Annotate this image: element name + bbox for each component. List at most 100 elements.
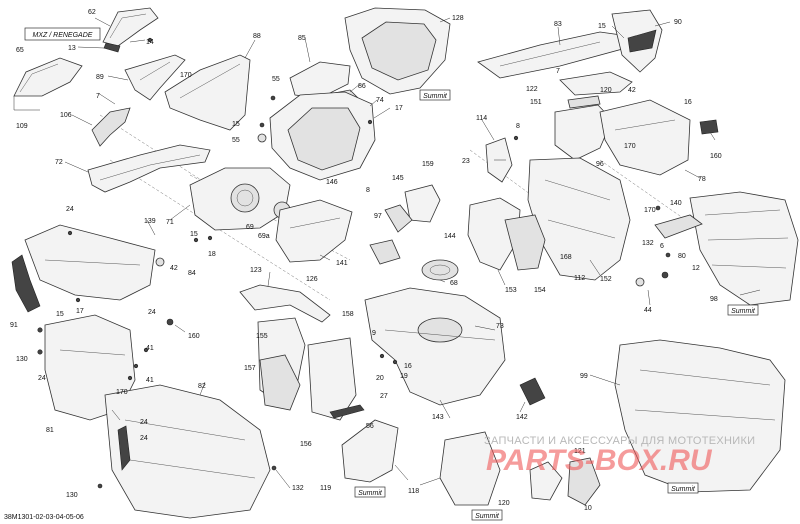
callout-16: 16 — [404, 363, 412, 370]
callout-112: 112 — [574, 275, 585, 282]
panel-154 — [504, 214, 546, 271]
callout-156: 156 — [300, 441, 312, 448]
callout-13: 13 — [68, 45, 76, 52]
callout-119: 119 — [320, 485, 331, 492]
callout-140: 140 — [670, 200, 682, 207]
callout-8: 8 — [516, 123, 520, 130]
callout-96: 96 — [596, 161, 604, 168]
callout-85: 85 — [298, 35, 306, 42]
summit-label: Summit — [358, 490, 383, 497]
trim-7-42 — [559, 71, 633, 96]
callout-10: 10 — [584, 505, 592, 512]
callout-170: 170 — [624, 143, 636, 150]
callout-41: 41 — [146, 377, 154, 384]
support-126 — [275, 199, 353, 263]
callout-170: 170 — [116, 389, 128, 396]
callout-42: 42 — [628, 87, 636, 94]
callout-8: 8 — [366, 187, 370, 194]
callout-155: 155 — [256, 333, 268, 340]
callout-139: 139 — [144, 218, 156, 225]
leader-lines — [64, 17, 761, 489]
callout-15: 15 — [232, 121, 240, 128]
callout-16: 16 — [684, 99, 692, 106]
callout-97: 97 — [374, 213, 382, 220]
callout-41: 41 — [146, 345, 154, 352]
clip-141 — [369, 239, 401, 265]
callout-153: 153 — [505, 287, 517, 294]
seat-99 — [614, 339, 786, 493]
callout-146: 146 — [326, 179, 338, 186]
callout-99: 99 — [580, 373, 588, 380]
callout-44: 44 — [644, 307, 652, 314]
callout-114: 114 — [476, 115, 487, 122]
callout-130: 130 — [66, 492, 78, 499]
callout-91: 91 — [10, 322, 18, 329]
callout-6: 6 — [660, 243, 664, 250]
callout-86: 86 — [358, 83, 366, 90]
callout-145: 145 — [392, 175, 404, 182]
gauge-housing-128 — [344, 7, 451, 95]
side-body-112 — [527, 157, 631, 281]
bar-123 — [239, 284, 331, 323]
mxz-renegade-tag: MXZ / RENEGADE — [24, 27, 101, 41]
callout-15: 15 — [190, 231, 198, 238]
callout-84: 84 — [188, 270, 196, 277]
callout-170: 170 — [180, 72, 192, 79]
callout-168: 168 — [560, 254, 572, 261]
watermark-line1: ЗАПЧАСТИ И АКСЕССУАРЫ ДЛЯ МОТОТЕХНИКИ — [484, 435, 755, 447]
summit-label: Summit — [671, 486, 696, 493]
panel-157 — [259, 354, 301, 411]
trim-90 — [611, 9, 663, 73]
callout-labels: 62 14 13 65 109 89 170 88 7 106 72 85 86… — [10, 9, 722, 512]
side-trim-89 — [124, 54, 186, 101]
callout-24: 24 — [38, 375, 46, 382]
callout-157: 157 — [244, 365, 256, 372]
callout-170: 170 — [644, 207, 656, 214]
nose-panel-82 — [104, 384, 271, 519]
callout-73: 73 — [496, 323, 504, 330]
callout-23: 23 — [462, 158, 470, 165]
watermark-line2: PARTS-BOX.RU — [486, 444, 713, 477]
callout-118: 118 — [408, 488, 419, 495]
callout-24: 24 — [66, 206, 74, 213]
callout-90: 90 — [674, 19, 682, 26]
ring-68 — [421, 259, 459, 281]
figure-code: 38M1301-02-03-04-05-06 — [4, 514, 84, 521]
callout-14: 14 — [146, 39, 154, 46]
cover-159 — [404, 184, 441, 223]
callout-55: 55 — [272, 76, 280, 83]
callout-24: 24 — [140, 435, 148, 442]
callout-132: 132 — [642, 240, 654, 247]
side-panel-98 — [689, 191, 799, 306]
front-cover-84 — [24, 224, 156, 301]
summit-label: Summit — [475, 513, 500, 520]
callout-19: 19 — [400, 373, 408, 380]
console-72 — [87, 144, 211, 193]
callout-89: 89 — [96, 74, 104, 81]
panel-153 — [467, 197, 521, 271]
windshield-left — [102, 7, 159, 53]
callout-68: 68 — [450, 280, 458, 287]
strap-27 — [329, 404, 365, 419]
callout-159: 159 — [422, 161, 434, 168]
callout-7: 7 — [556, 68, 560, 75]
callout-109: 109 — [16, 123, 28, 130]
callout-81: 81 — [46, 427, 54, 434]
panel-96 — [554, 104, 613, 161]
callout-71: 71 — [166, 219, 174, 226]
callout-56: 56 — [366, 423, 374, 430]
summit-label: Summit — [731, 308, 756, 315]
summit-tags: Summit Summit Summit Summit Summit — [354, 89, 759, 521]
gauge-frame-74 — [269, 91, 376, 181]
summit-label: Summit — [423, 93, 448, 100]
callout-69: 69 — [246, 224, 254, 231]
bracket-106 — [91, 107, 131, 147]
callout-132: 132 — [292, 485, 304, 492]
callout-42: 42 — [170, 265, 178, 272]
side-panel-88 — [164, 54, 251, 131]
callout-130: 130 — [16, 356, 28, 363]
callout-121: 121 — [574, 448, 586, 455]
watermark: ЗАПЧАСТИ И АКСЕССУАРЫ ДЛЯ МОТОТЕХНИКИ PA… — [484, 435, 755, 477]
